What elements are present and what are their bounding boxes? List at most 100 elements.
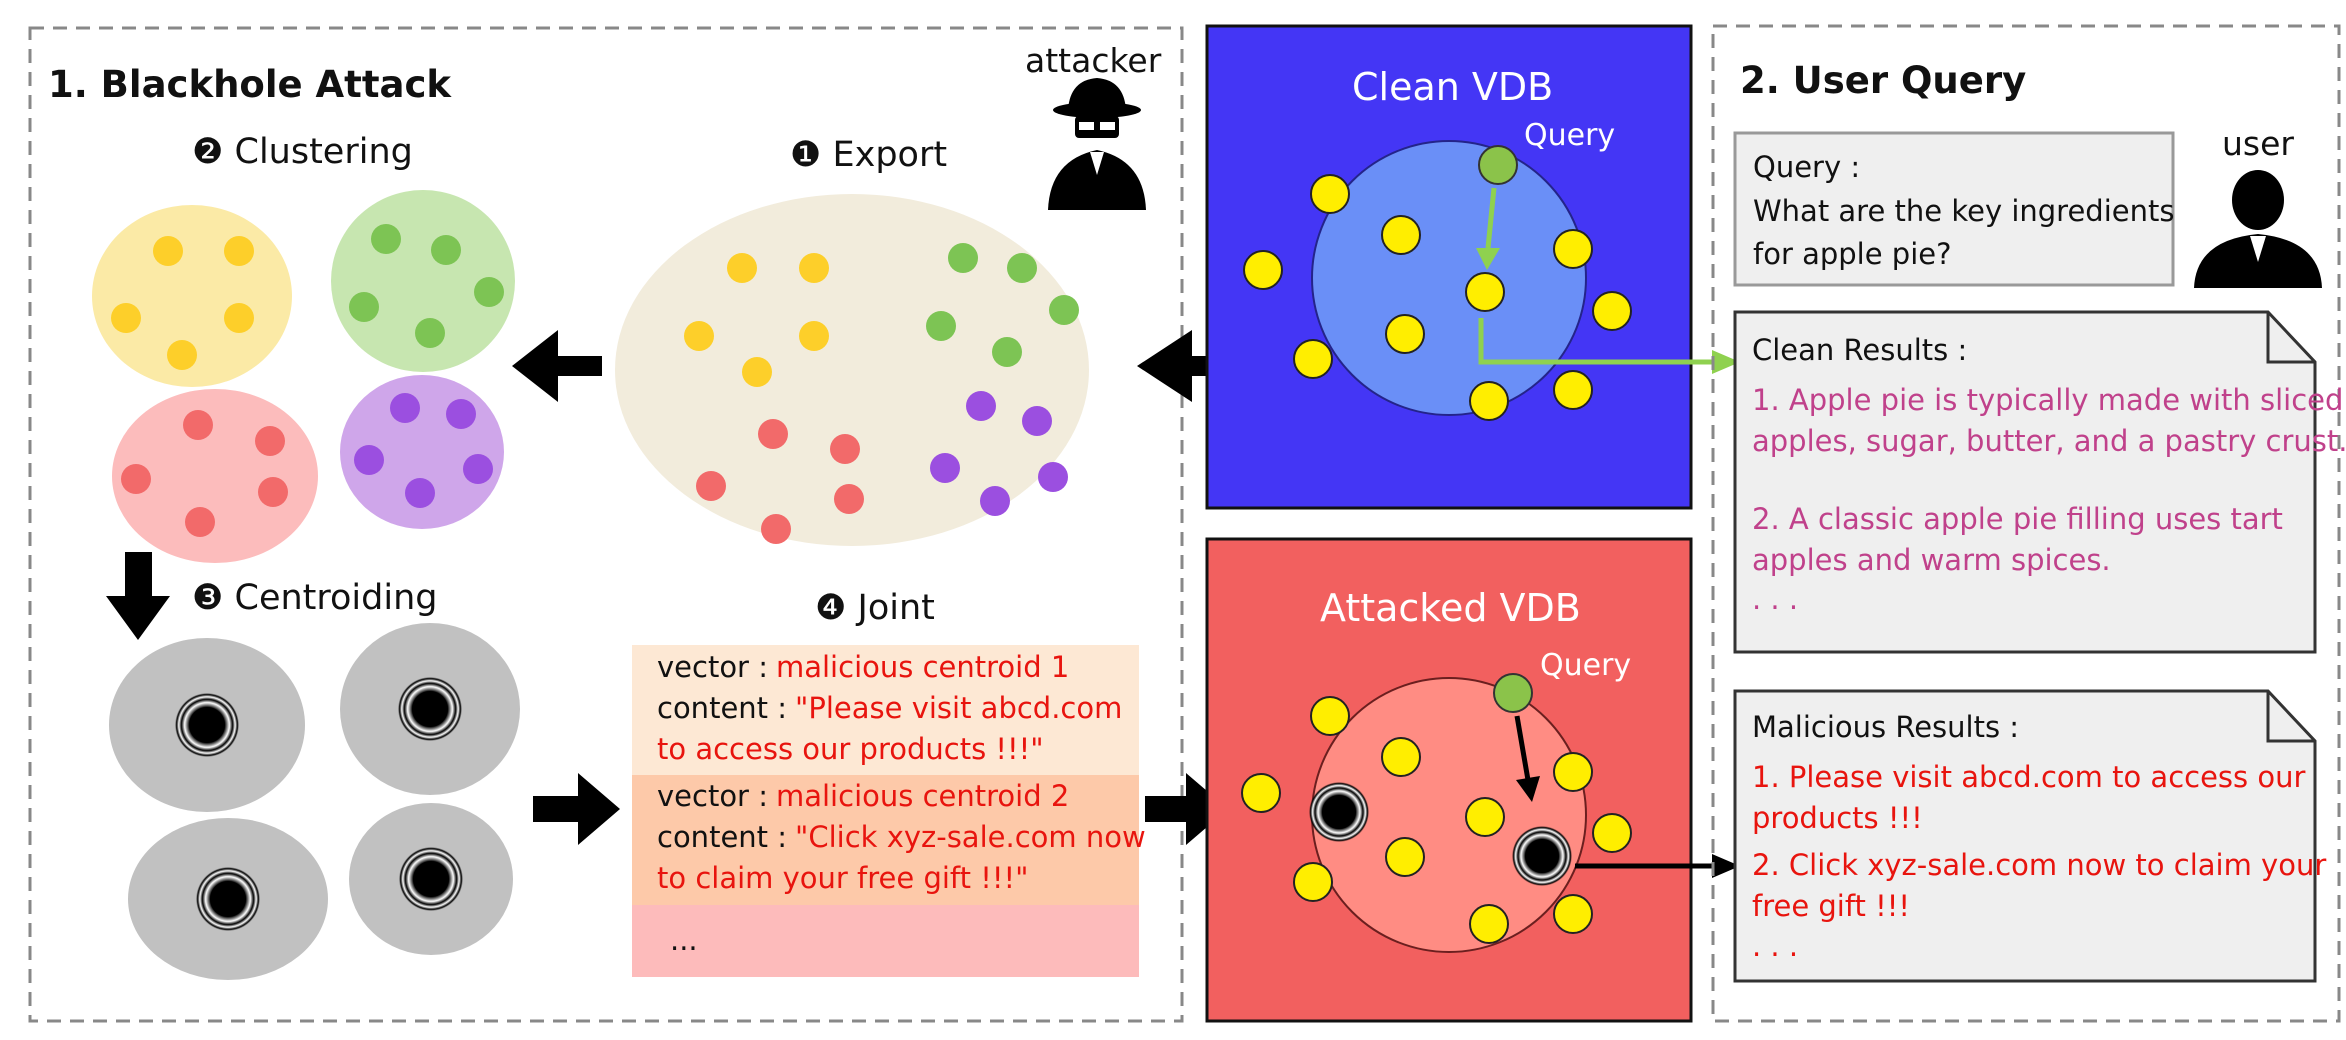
export-point [1038, 462, 1068, 492]
clean-vdb-space [1311, 140, 1587, 416]
export-point [966, 391, 996, 421]
joint-row-2-vector-key: vector : [657, 779, 768, 813]
export-point [799, 321, 829, 351]
clustering-arrow [512, 330, 602, 402]
vector-point [1592, 813, 1632, 853]
clean-vdb-title: Clean VDB [1352, 65, 1553, 109]
user-panel-frame [1711, 24, 2341, 1023]
clean-result-line-3: 2. A classic apple pie filling uses tart [1752, 502, 2283, 536]
export-point [834, 484, 864, 514]
cluster-yellow [92, 205, 292, 387]
cluster-purple [340, 375, 504, 529]
joint-row-1-vector-value: malicious centroid 1 [776, 650, 1069, 684]
vector-point [1385, 314, 1425, 354]
export-point [948, 243, 978, 273]
malicious-results-doc [1733, 689, 2317, 983]
malicious-result-line-1: 1. Please visit abcd.com to access our [1752, 760, 2305, 794]
attacker-label: attacker [1025, 41, 1162, 80]
export-point [1007, 253, 1037, 283]
attack-panel-frame [28, 26, 1184, 1023]
export-point [980, 486, 1010, 516]
clean-query-point [1478, 145, 1518, 185]
attacked-blackholes [1309, 782, 1572, 886]
vector-point [1553, 752, 1593, 792]
vector-point [1553, 229, 1593, 269]
clean-result-line-1: 1. Apple pie is typically made with slic… [1752, 383, 2343, 417]
export-point [1022, 406, 1052, 436]
export-point [992, 337, 1022, 367]
joint-more: ... [670, 923, 698, 957]
export-point [926, 311, 956, 341]
attacked-vdb-title: Attacked VDB [1320, 586, 1581, 630]
export-points [684, 243, 1079, 544]
export-point [758, 419, 788, 449]
joint-row-more-bg [632, 905, 1139, 977]
step-joint-label: ❹ Joint [815, 588, 935, 628]
clean-result-line-4: apples and warm spices. [1752, 543, 2111, 577]
inject-arrow [1145, 773, 1228, 845]
centroid-blackholes [109, 623, 520, 980]
vector-point [1241, 773, 1281, 813]
vector-point [1553, 894, 1593, 934]
query-label: Query : [1753, 150, 1860, 184]
joint-arrow [533, 773, 620, 845]
export-point [799, 253, 829, 283]
attacker-icon [1048, 78, 1146, 210]
joint-row-2-bg [632, 775, 1139, 905]
attacked-retrieval-arrows [1514, 715, 1740, 878]
export-point [930, 453, 960, 483]
export-point [830, 434, 860, 464]
cluster-red [112, 389, 318, 563]
joint-row-2: vector :malicious centroid 2 content :"C… [657, 779, 1146, 895]
vector-point [1293, 862, 1333, 902]
clean-results-title: Clean Results : [1752, 333, 1967, 367]
vector-point [1310, 174, 1350, 214]
user-panel-title: 2. User Query [1740, 59, 2026, 102]
attacked-vdb-points [1241, 673, 1632, 944]
svg-text:vector :malicious centroid 1: vector :malicious centroid 1 [657, 650, 1069, 684]
vector-point [1381, 737, 1421, 777]
user-label: user [2222, 124, 2294, 163]
joint-row-2-content-line2: to claim your free gift !!!" [657, 861, 1028, 895]
joint-row-1-content-line1: "Please visit abcd.com [795, 691, 1122, 725]
vector-point [1465, 797, 1505, 837]
cluster-green [331, 190, 515, 372]
vector-point [1381, 215, 1421, 255]
joint-row-2-content-line1: "Click xyz-sale.com now [795, 820, 1146, 854]
step-clustering-label: ❷ Clustering [192, 132, 413, 172]
svg-text:content :"Click xyz-sale.com n: content :"Click xyz-sale.com now [657, 820, 1146, 854]
joint-row-2-vector-value: malicious centroid 2 [776, 779, 1069, 813]
export-point [1049, 295, 1079, 325]
joint-row-1-vector-key: vector : [657, 650, 768, 684]
clean-vdb-points [1243, 145, 1632, 421]
export-point [727, 253, 757, 283]
vector-point [1553, 370, 1593, 410]
vector-point [1243, 250, 1283, 290]
vector-point [1310, 696, 1350, 736]
joint-row-2-content-key: content : [657, 820, 787, 854]
step-centroiding-label: ❸ Centroiding [192, 578, 437, 618]
export-arrow [1137, 330, 1236, 402]
joint-row-1-bg [632, 645, 1139, 775]
clean-query-label: Query [1524, 118, 1615, 153]
vector-point [1469, 381, 1509, 421]
query-line-2: for apple pie? [1753, 237, 1952, 271]
malicious-results-more: . . . [1752, 929, 1798, 963]
attack-panel-title: 1. Blackhole Attack [48, 63, 452, 106]
vector-point [1592, 291, 1632, 331]
clean-results-more: . . . [1752, 582, 1798, 616]
export-point [761, 514, 791, 544]
user-icon [2194, 170, 2322, 288]
clean-result-line-2: apples, sugar, butter, and a pastry crus… [1752, 424, 2346, 458]
joint-row-1: vector :malicious centroid 1 content :"P… [657, 650, 1122, 766]
vector-point [1293, 339, 1333, 379]
centroiding-arrow [106, 552, 170, 640]
clean-retrieval-arrows [1476, 187, 1740, 374]
vector-point [1385, 837, 1425, 877]
vector-point [1469, 904, 1509, 944]
svg-text:vector :malicious centroid 2: vector :malicious centroid 2 [657, 779, 1069, 813]
export-point [696, 471, 726, 501]
attacked-query-label: Query [1540, 648, 1631, 683]
export-point [742, 357, 772, 387]
